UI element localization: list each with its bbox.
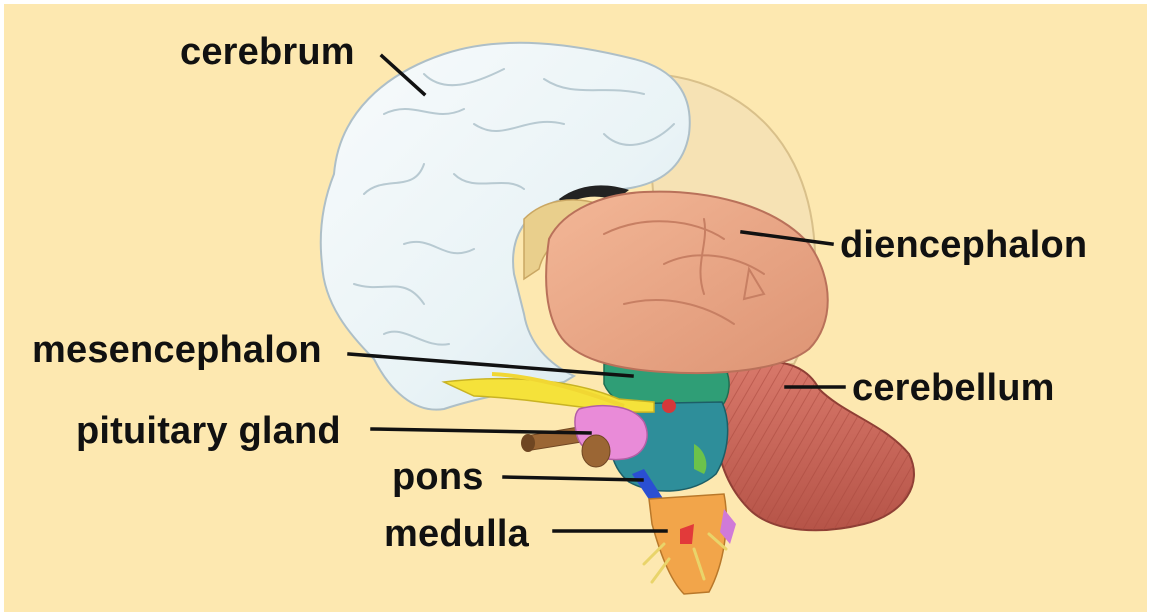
mammillary-body <box>582 435 610 467</box>
cerebrum-label: cerebrum <box>180 30 355 74</box>
pons-label: pons <box>392 455 484 499</box>
red-nucleus <box>662 399 676 413</box>
pituitary-gland-label: pituitary gland <box>76 409 341 453</box>
diencephalon-label: diencephalon <box>840 223 1087 267</box>
cerebellum-label: cerebellum <box>852 366 1055 410</box>
brain-illustration <box>4 4 1147 612</box>
leader-pons <box>504 477 642 480</box>
leader-pituitary <box>372 429 590 433</box>
infundibulum-end <box>521 434 535 452</box>
mesencephalon-label: mesencephalon <box>32 328 322 372</box>
brain-diagram: cerebrum diencephalon mesencephalon cere… <box>4 4 1147 612</box>
medulla-label: medulla <box>384 512 529 556</box>
